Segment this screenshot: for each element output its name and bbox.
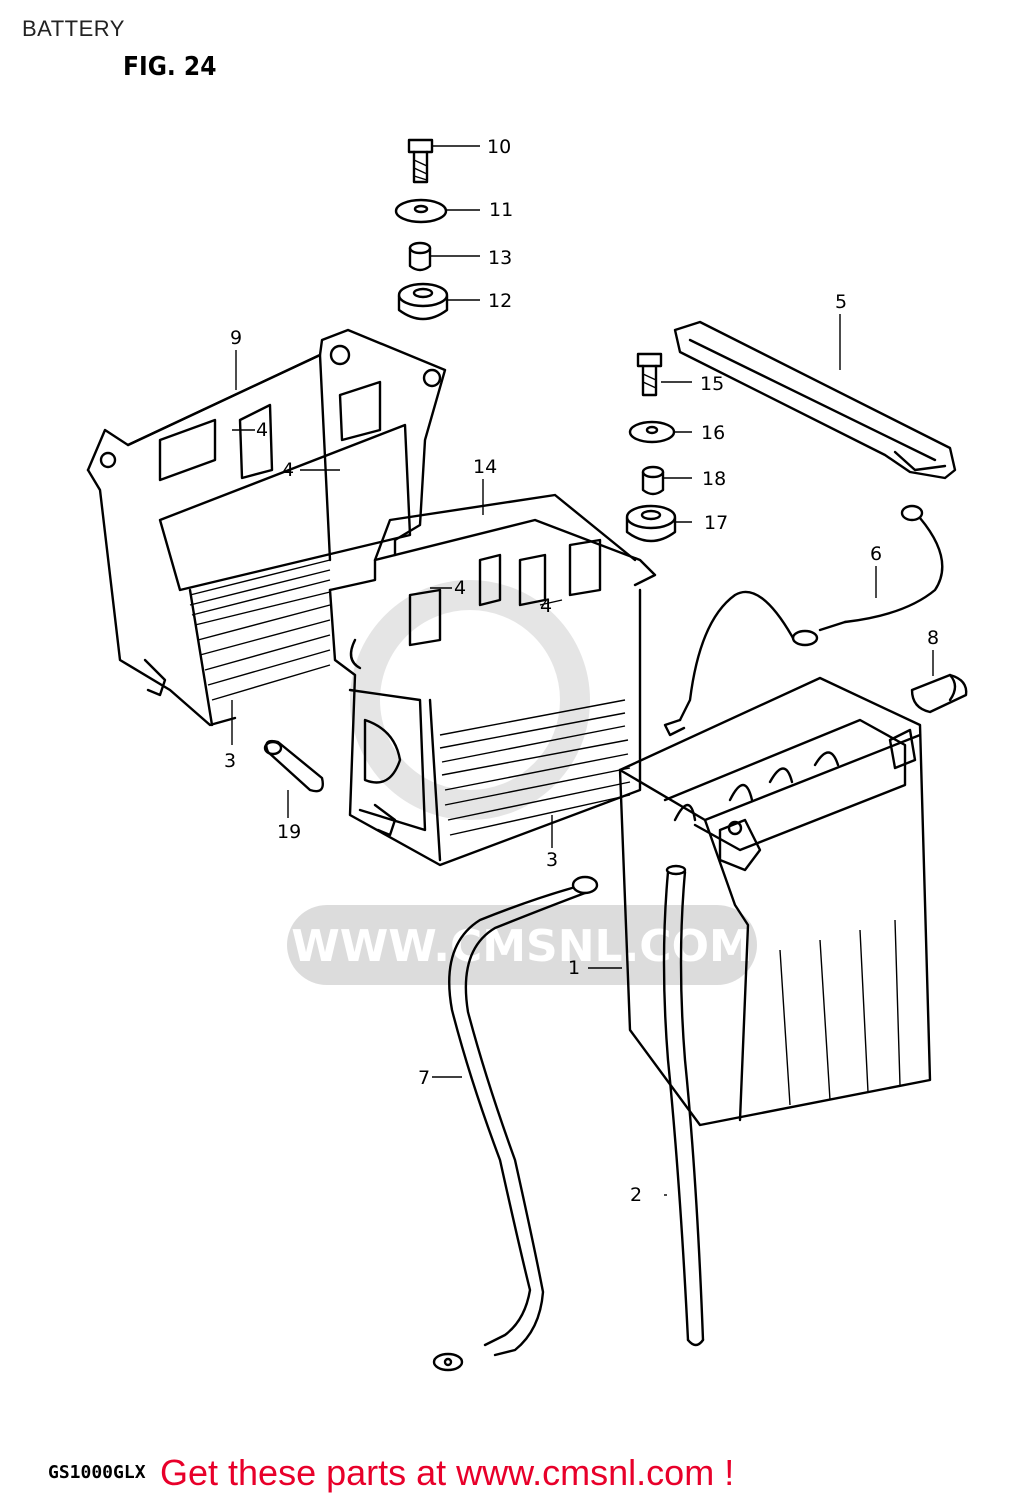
part-8-terminal-cover (910, 673, 968, 714)
part-2-breather-hose (662, 864, 705, 1347)
part-10-bolt (407, 138, 434, 184)
part-6-lead-wire (663, 504, 944, 737)
callout-3a: 3 (224, 750, 236, 772)
figure-number: FIG. 24 (123, 52, 217, 82)
callout-7: 7 (418, 1067, 430, 1089)
watermark-text: WWW.CMSNL.COM (291, 921, 753, 972)
callout-12: 12 (488, 290, 512, 312)
callout-2: 2 (630, 1184, 642, 1206)
part-11-washer (394, 198, 448, 224)
watermark-emblem (350, 580, 590, 820)
promo-link[interactable]: Get these parts at www.cmsnl.com ! (160, 1452, 735, 1493)
part-9-battery-case-rear (86, 328, 447, 727)
callout-1: 1 (568, 957, 580, 979)
callout-6: 6 (870, 543, 882, 565)
part-7-battery-cable (432, 875, 599, 1372)
callout-3b: 3 (546, 849, 558, 871)
part-5-battery-strap (673, 320, 957, 480)
callout-8: 8 (927, 627, 939, 649)
part-16-washer (628, 420, 676, 444)
callout-10: 10 (487, 136, 511, 158)
part-14-battery-case-front (328, 493, 657, 867)
part-15-bolt (636, 352, 663, 397)
page-title: BATTERY (22, 16, 125, 41)
callout-14: 14 (473, 456, 497, 478)
part-17-cushion (625, 504, 677, 543)
callout-labels: 10 11 13 12 5 15 16 18 17 6 8 9 4 4 14 4… (224, 136, 939, 1206)
callout-11: 11 (489, 199, 513, 221)
callout-4a: 4 (256, 419, 268, 441)
callout-9: 9 (230, 327, 242, 349)
callout-13: 13 (488, 247, 512, 269)
callout-4b: 4 (282, 459, 294, 481)
watermark-pill (287, 905, 757, 985)
part-18-collar (641, 465, 665, 496)
part-13-collar (408, 241, 432, 272)
callout-4c: 4 (454, 577, 466, 599)
cmsnl-watermark: WWW.CMSNL.COM (287, 580, 757, 985)
callout-4d: 4 (540, 595, 552, 617)
callout-5: 5 (835, 291, 847, 313)
leader-lines (231, 145, 934, 1196)
callout-16: 16 (701, 422, 725, 444)
model-code: GS1000GLX (48, 1462, 146, 1483)
part-1-battery (618, 676, 932, 1127)
part-12-cushion (397, 282, 449, 321)
callout-18: 18 (702, 468, 726, 490)
callout-17: 17 (704, 512, 728, 534)
callout-15: 15 (700, 373, 724, 395)
part-19-cushion-tube (263, 739, 324, 793)
callout-19: 19 (277, 821, 301, 843)
